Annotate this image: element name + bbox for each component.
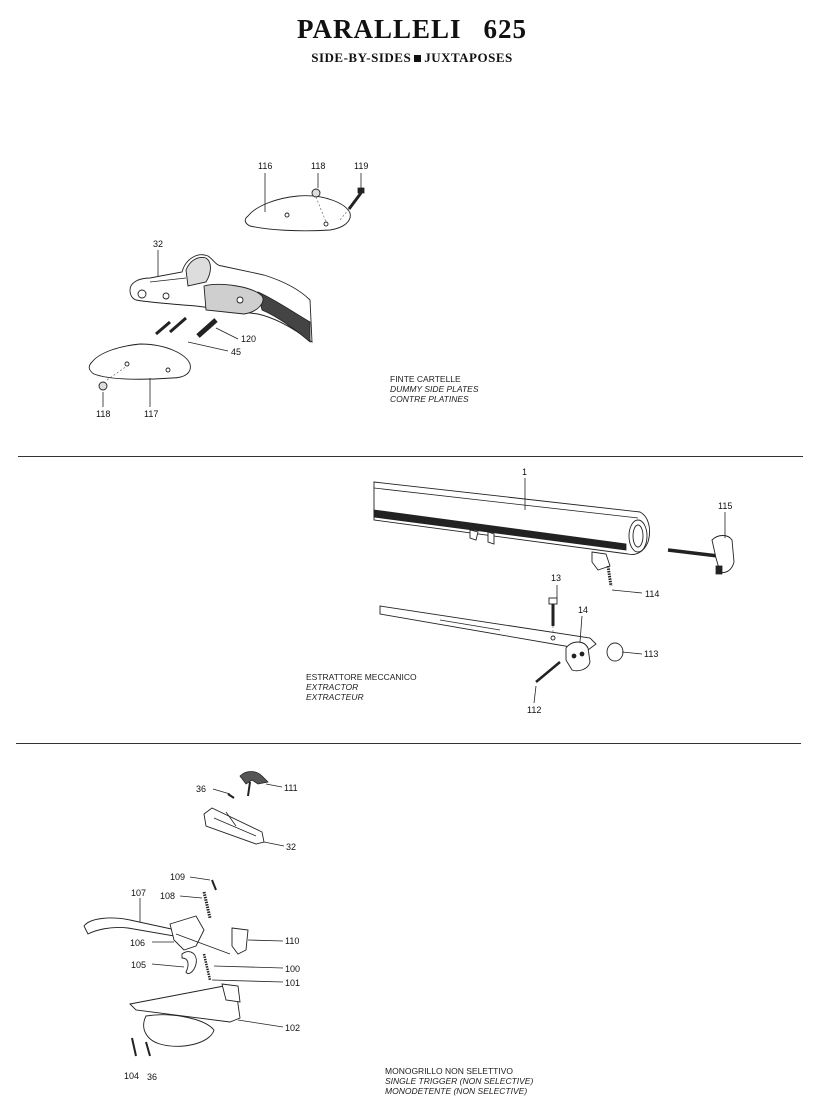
part-label: 32 — [286, 842, 296, 852]
square-bullet-icon — [414, 55, 422, 63]
caption-single-trigger: MONOGRILLO NON SELETTIVO SINGLE TRIGGER … — [385, 1066, 533, 1096]
side-plate-117 — [88, 343, 191, 380]
part-113 — [606, 642, 624, 662]
caption-line-en: DUMMY SIDE PLATES — [390, 384, 479, 394]
part-111 — [239, 771, 269, 797]
part-label: 120 — [241, 334, 256, 344]
subtitle-left: SIDE-BY-SIDES — [311, 50, 412, 65]
part-label: 119 — [354, 161, 368, 171]
pin-36 — [227, 793, 235, 799]
trigger-plate-102 — [129, 983, 241, 1047]
part-label: 113 — [644, 649, 658, 659]
part-label: 109 — [170, 872, 185, 882]
section-divider-1 — [18, 456, 803, 457]
spring-108 — [202, 891, 212, 919]
nut-118 — [311, 188, 321, 198]
extractor-part-115 — [667, 535, 735, 575]
part-label: 107 — [131, 888, 146, 898]
title-model: 625 — [483, 14, 528, 44]
part-label: 111 — [284, 783, 298, 793]
mechanism-106 — [169, 915, 231, 975]
part-label: 106 — [130, 938, 145, 948]
pin-120 — [196, 318, 218, 338]
part-label: 36 — [196, 784, 206, 794]
nut-118 — [98, 381, 108, 391]
part-label: 108 — [160, 891, 175, 901]
side-plate-116 — [244, 195, 351, 232]
single-trigger-drawing: 36 111 32 109 108 107 106 110 105 100 10… — [83, 771, 300, 1082]
part-label: 116 — [258, 161, 272, 171]
part-label: 115 — [718, 501, 732, 511]
part-label: 101 — [285, 978, 300, 988]
screw-hole — [323, 221, 329, 227]
part-label: 1 — [522, 467, 527, 477]
pins-45 — [155, 316, 187, 336]
spring-114 — [606, 565, 613, 587]
screw-119 — [347, 187, 365, 210]
caption-dummy-side-plates: FINTE CARTELLE DUMMY SIDE PLATES CONTRE … — [390, 374, 478, 404]
pin-112 — [535, 661, 561, 683]
part-label: 100 — [285, 964, 300, 974]
part-label: 118 — [311, 161, 325, 171]
part-label: 105 — [131, 960, 146, 970]
page-title: PARALLELI 625 — [0, 14, 824, 45]
screw-hole — [284, 212, 290, 218]
caption-line-it: MONOGRILLO NON SELETTIVO — [385, 1066, 513, 1076]
caption-line-en: EXTRACTOR — [306, 682, 359, 692]
part-label: 32 — [153, 239, 163, 249]
extractor-bar-14 — [379, 605, 597, 672]
caption-line-it: FINTE CARTELLE — [390, 374, 461, 384]
caption-line-it: ESTRATTORE MECCANICO — [306, 672, 417, 682]
subtitle-right: JUXTAPOSES — [424, 50, 513, 65]
part-label: 114 — [645, 589, 659, 599]
extractor-drawing: 1 115 13 114 14 113 112 — [373, 467, 735, 715]
title-name: PARALLELI — [296, 14, 462, 44]
barrel-1 — [373, 481, 651, 571]
part-label: 117 — [144, 409, 158, 419]
part-label: 36 — [147, 1072, 157, 1082]
part-label: 104 — [124, 1071, 139, 1081]
section-divider-2 — [16, 743, 801, 744]
screw-13 — [548, 597, 558, 626]
caption-extractor: ESTRATTORE MECCANICO EXTRACTOR EXTRACTEU… — [306, 672, 417, 702]
part-label: 13 — [551, 573, 561, 583]
part-110 — [231, 927, 249, 955]
page-subtitle: SIDE-BY-SIDES JUXTAPOSES — [0, 50, 824, 66]
caption-line-en: SINGLE TRIGGER (NON SELECTIVE) — [385, 1076, 534, 1086]
dummy-side-plates-drawing: 116 118 119 32 120 45 118 117 — [88, 161, 368, 419]
part-label: 118 — [96, 409, 110, 419]
sear-107 — [83, 917, 177, 937]
part-label: 110 — [285, 936, 299, 946]
caption-line-fr: CONTRE PLATINES — [390, 394, 469, 404]
part-label: 14 — [578, 605, 588, 615]
part-label: 102 — [285, 1023, 300, 1033]
receiver-32 — [129, 254, 313, 343]
tang-32 — [203, 807, 265, 845]
part-109 — [211, 879, 217, 891]
part-label: 112 — [527, 705, 541, 715]
pin-104 — [131, 1037, 137, 1057]
caption-line-fr: MONODETENTE (NON SELECTIVE) — [385, 1086, 528, 1096]
caption-line-fr: EXTRACTEUR — [306, 692, 364, 702]
spring-101 — [202, 953, 212, 981]
pin-36 — [145, 1041, 151, 1057]
part-label: 45 — [231, 347, 241, 357]
